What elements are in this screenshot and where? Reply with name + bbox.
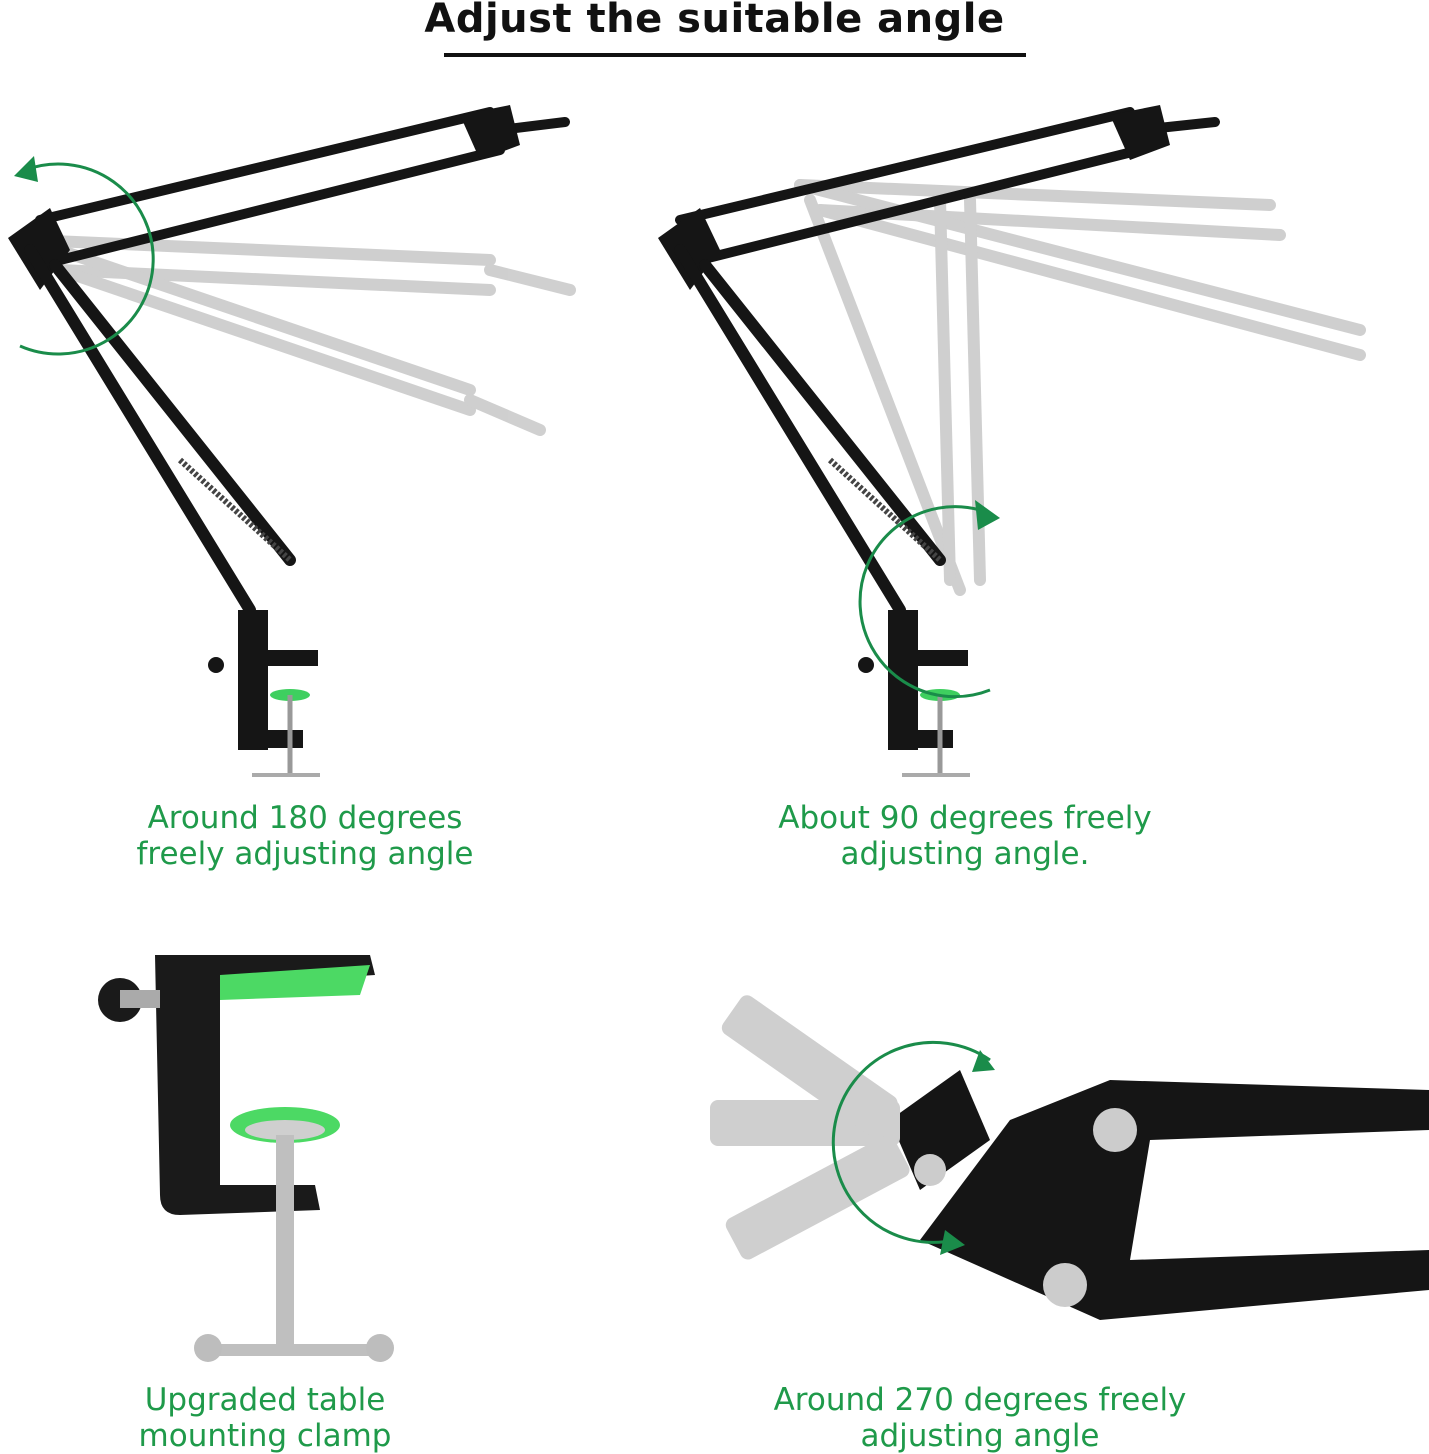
- rotation-arrow-icon: [19, 162, 155, 356]
- boom-arm-90-illustration: [640, 90, 1429, 790]
- rotation-arrow-icon: [831, 1040, 991, 1244]
- rotation-arrow-icon: [858, 505, 991, 699]
- table-clamp-illustration: [80, 930, 420, 1380]
- caption-270: Around 270 degrees freely adjusting angl…: [773, 1382, 1187, 1454]
- caption-90: About 90 degrees freely adjusting angle.: [778, 800, 1152, 872]
- boom-arm-180-illustration: [0, 90, 620, 790]
- caption-clamp: Upgraded table mounting clamp: [138, 1382, 392, 1454]
- caption-180: Around 180 degrees freely adjusting angl…: [136, 800, 474, 872]
- title-underline: [444, 53, 1026, 57]
- page-title: Adjust the suitable angle: [424, 0, 1005, 42]
- mic-mount-270-illustration: [690, 960, 1429, 1380]
